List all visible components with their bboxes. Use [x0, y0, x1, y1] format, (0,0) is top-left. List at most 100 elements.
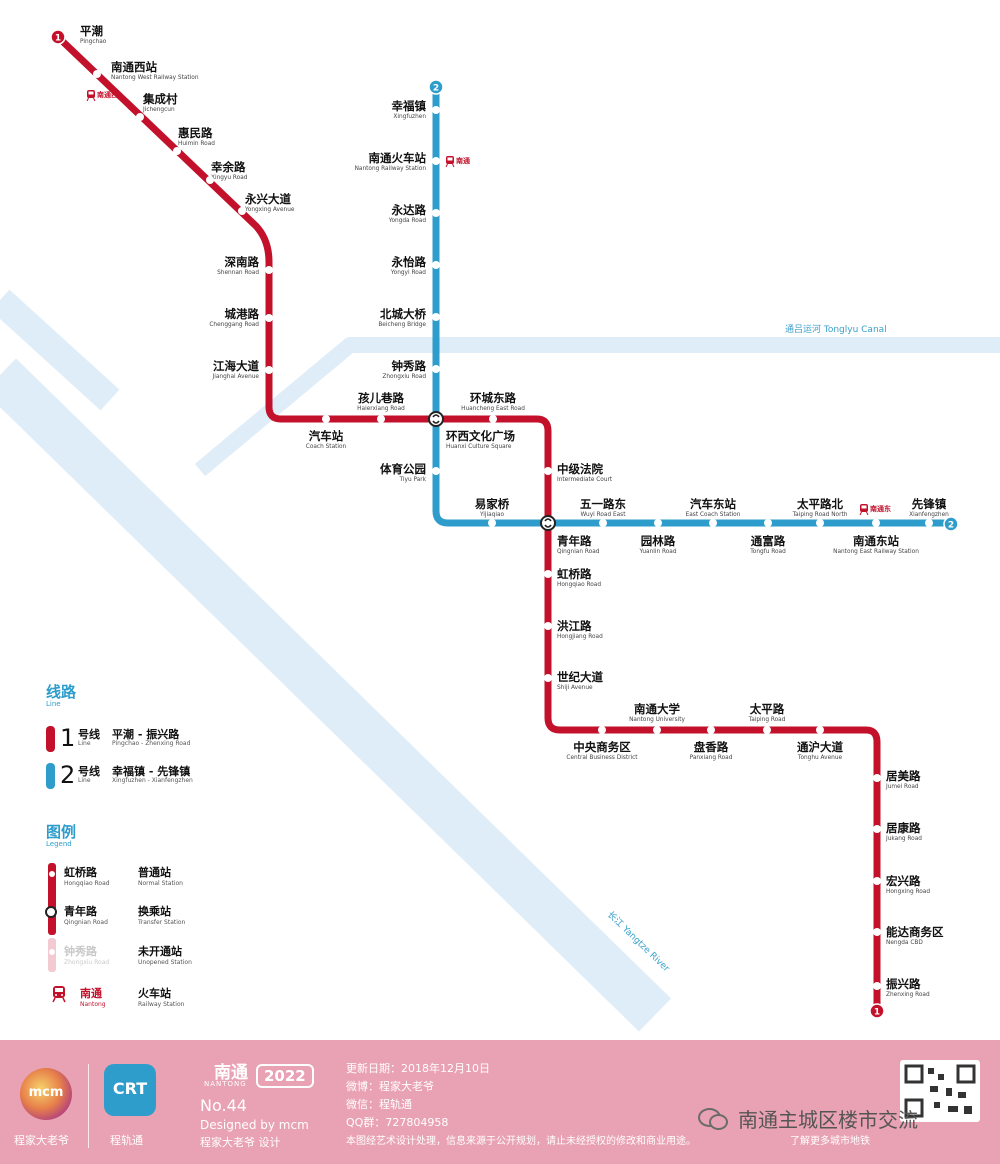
- station-dot[interactable]: [432, 261, 440, 269]
- station-dot[interactable]: [377, 415, 385, 423]
- station-name: 平潮: [80, 24, 103, 38]
- badge-number: 1: [55, 34, 61, 44]
- railway-station-label: 南通东: [870, 504, 891, 513]
- station-dot[interactable]: [432, 313, 440, 321]
- station-dot[interactable]: [265, 314, 273, 322]
- station-dot[interactable]: [432, 106, 440, 114]
- station-dot[interactable]: [432, 209, 440, 217]
- station-name: 江海大道: [213, 359, 259, 373]
- transfer-ring: [540, 515, 556, 531]
- station-name-en: Jichengcun: [142, 107, 175, 113]
- station-name: 永怡路: [391, 255, 427, 269]
- train-icon: [859, 504, 869, 516]
- station-dot[interactable]: [322, 415, 330, 423]
- station-dot[interactable]: [432, 157, 440, 165]
- station-name: 虹桥路: [557, 567, 592, 581]
- station-dot[interactable]: [544, 622, 552, 630]
- disclaimer: 本图经艺术设计处理，信息来源于公开规划，请止未经授权的修改和商业用途。: [346, 1136, 696, 1147]
- legend-key-railway: 火车站 Railway Station: [138, 985, 184, 1008]
- station-dot[interactable]: [653, 726, 661, 734]
- mcm-logo: mcm: [20, 1068, 72, 1120]
- station-dot[interactable]: [707, 726, 715, 734]
- station-dot[interactable]: [173, 147, 181, 155]
- yangtze-river: [0, 358, 672, 1032]
- legend-key-label-en: Normal Station: [138, 880, 183, 887]
- station-name: 深南路: [225, 255, 260, 269]
- station-name: 环城东路: [470, 391, 516, 405]
- station-dot[interactable]: [654, 519, 662, 527]
- railway-station-badge[interactable]: 南通西: [86, 90, 118, 102]
- station-name: 世纪大道: [557, 670, 603, 684]
- qq-value: 727804958: [385, 1116, 449, 1129]
- station-dot[interactable]: [489, 415, 497, 423]
- station-dot[interactable]: [544, 674, 552, 682]
- station-dot[interactable]: [816, 726, 824, 734]
- railway-station-badge[interactable]: 南通东: [859, 504, 891, 516]
- legend-line-2-number: 2: [60, 761, 76, 789]
- station-name-en: Qingnian Road: [557, 549, 600, 555]
- station-dot[interactable]: [265, 266, 273, 274]
- station-dot[interactable]: [265, 366, 273, 374]
- transfer-station-marker[interactable]: [428, 411, 444, 427]
- yangtze-river-branch: [0, 289, 120, 411]
- line-1-route: [55, 34, 881, 1011]
- station-dot[interactable]: [764, 519, 772, 527]
- station-name-en: Haierxiang Road: [357, 406, 405, 412]
- badge-number: 1: [874, 1008, 880, 1018]
- station-dot[interactable]: [206, 176, 214, 184]
- station-dot[interactable]: [873, 928, 881, 936]
- station-name-en: Shiji Avenue: [557, 685, 593, 691]
- station-dot[interactable]: [544, 467, 552, 475]
- legend-line-2-suffix-en: Line: [78, 777, 91, 784]
- transfer-station-marker[interactable]: [540, 515, 556, 531]
- station-name: 南通火车站: [369, 151, 427, 165]
- station-dot[interactable]: [816, 519, 824, 527]
- station-dot[interactable]: [763, 726, 771, 734]
- canal-label: 通吕运河 Tonglyu Canal: [785, 323, 887, 335]
- station-dot[interactable]: [93, 70, 101, 78]
- station-dot[interactable]: [599, 519, 607, 527]
- transfer-arrows-icon: [432, 414, 440, 424]
- legend-line-1-route: 平潮 - 振兴路: [112, 728, 180, 741]
- crt-logo-text: CRT: [112, 1079, 148, 1098]
- badge-circle: [869, 1003, 885, 1019]
- update-date: 2018年12月10日: [401, 1062, 490, 1075]
- station-dot[interactable]: [544, 570, 552, 578]
- year-badge: 2022: [256, 1064, 314, 1088]
- station-dot[interactable]: [873, 877, 881, 885]
- station-dot[interactable]: [136, 113, 144, 121]
- station-name: 振兴路: [886, 977, 921, 991]
- station-name-en: Yongxing Avenue: [244, 207, 295, 213]
- station-name-en: Tonghu Avenue: [797, 755, 843, 761]
- railway-station-label: 南通: [456, 156, 471, 165]
- more-link[interactable]: 了解更多城市地铁: [790, 1136, 870, 1147]
- legend-sample-en: Hongqiao Road: [64, 880, 110, 887]
- station-dot[interactable]: [872, 519, 880, 527]
- badge-circle: [943, 516, 959, 532]
- station-dot[interactable]: [873, 982, 881, 990]
- qr-code[interactable]: [900, 1060, 980, 1122]
- station-name-en: Wuyi Road East: [581, 512, 627, 518]
- station-dot[interactable]: [238, 207, 246, 215]
- station-name-en: Taiping Road: [748, 717, 786, 723]
- weibo-line: 微博：程家大老爷: [346, 1078, 434, 1094]
- station-dot[interactable]: [488, 519, 496, 527]
- station-dot[interactable]: [873, 774, 881, 782]
- station-name: 集成村: [142, 92, 178, 106]
- legend-key-label-en: Unopened Station: [138, 959, 192, 966]
- station-dot[interactable]: [873, 825, 881, 833]
- train-icon: [445, 156, 455, 168]
- badge-number: 2: [948, 521, 954, 531]
- railway-station-badge[interactable]: 南通: [445, 156, 471, 168]
- station-dot[interactable]: [432, 467, 440, 475]
- station-name-en: Pingchao: [80, 39, 107, 45]
- station-dot[interactable]: [709, 519, 717, 527]
- station-name: 宏兴路: [886, 874, 921, 888]
- station-name-en: Zhenxing Road: [886, 992, 930, 998]
- metro-map: 通吕运河 Tonglyu Canal 长江 Yangtze River 平潮Pi…: [0, 24, 1000, 1032]
- station-name: 南通西站: [111, 60, 157, 74]
- legend-line-1-number: 1: [60, 724, 76, 752]
- station-dot[interactable]: [925, 519, 933, 527]
- station-dot[interactable]: [598, 726, 606, 734]
- station-dot[interactable]: [432, 365, 440, 373]
